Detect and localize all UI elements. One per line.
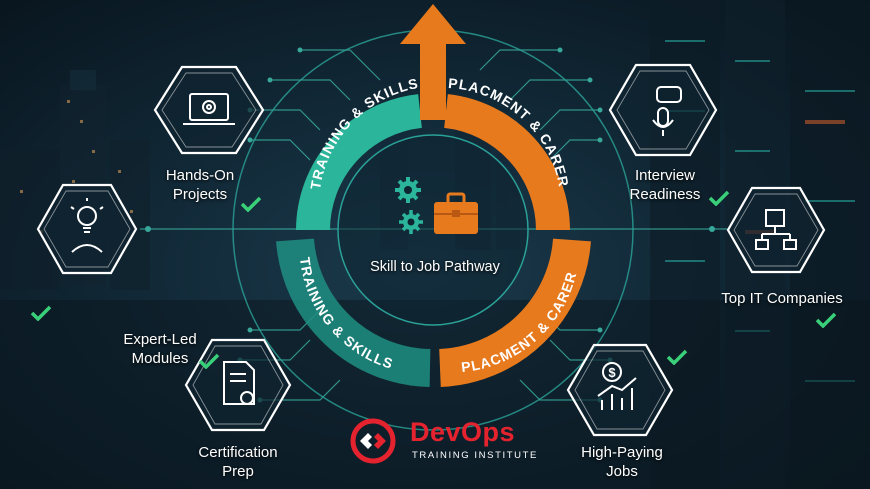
devops-logo: DevOps TRAINING INSTITUTE: [340, 417, 540, 465]
label-expert-led-modules: Expert-Led Modules: [110, 330, 210, 368]
dollar-chart-icon: [597, 362, 637, 410]
ring-segment-top-left: [296, 94, 423, 231]
label-line: High-Paying: [581, 444, 663, 461]
label-line: Interview: [634, 167, 696, 184]
logo-tagline: TRAINING INSTITUTE: [412, 450, 538, 461]
label-line: Modules: [131, 350, 189, 367]
label-line: Certification: [198, 444, 278, 461]
check-icon: [30, 305, 52, 321]
label-top-it-companies: Top IT Companies: [712, 289, 852, 308]
check-icon: [815, 312, 837, 328]
label-hands-on-projects: Hands-On Projects: [155, 166, 245, 204]
laptop-gear-icon: [183, 93, 235, 125]
label-line: Prep: [222, 463, 254, 480]
microphone-chat-icon: [652, 86, 682, 136]
svg-text:$: $: [608, 365, 616, 380]
logo-title: DevOps: [410, 417, 516, 447]
label-line: Expert-Led: [123, 331, 197, 348]
label-interview-readiness: Interview Readiness: [615, 166, 715, 204]
inner-circle: [337, 134, 529, 326]
ring-segment-bottom-right: [438, 238, 591, 387]
label-line: Jobs: [606, 463, 638, 480]
label-line: Projects: [172, 186, 228, 203]
label-certification-prep: Certification Prep: [188, 443, 288, 481]
label-line: Top IT Companies: [721, 290, 843, 307]
check-icon: [240, 196, 262, 212]
center-label: Skill to Job Pathway: [370, 259, 500, 275]
gears-icon: [395, 177, 423, 234]
check-icon: [708, 190, 730, 206]
building-network-icon: [755, 209, 797, 250]
label-high-paying-jobs: High-Paying Jobs: [572, 443, 672, 481]
check-icon: [198, 353, 220, 369]
certificate-icon: [223, 361, 255, 405]
label-line: Hands-On: [165, 167, 235, 184]
label-line: Readiness: [629, 186, 701, 203]
lightbulb-person-icon: [70, 198, 104, 253]
devops-logo-mark-icon: [350, 418, 396, 464]
briefcase-icon: [434, 192, 478, 234]
ring-segment-bottom-left: [276, 238, 431, 387]
hex-interview-readiness: [608, 63, 718, 157]
arrow-up-icon: [400, 4, 466, 120]
ring-segment-top-right: [443, 94, 570, 231]
check-icon: [666, 349, 688, 365]
